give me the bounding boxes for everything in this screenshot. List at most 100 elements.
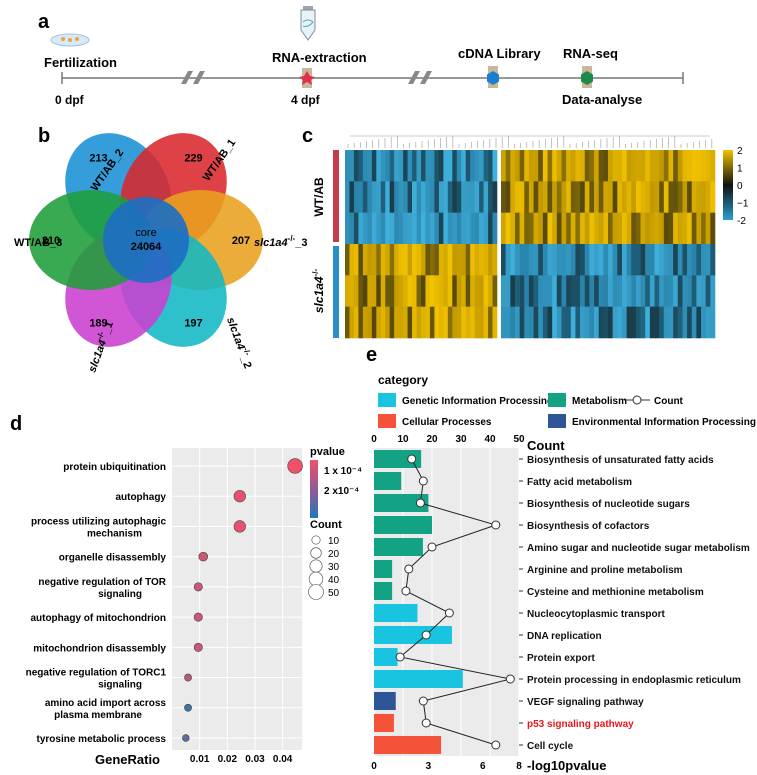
heatmap-cell [398, 244, 404, 276]
heatmap-cell [598, 150, 604, 182]
heatmap-cell [421, 212, 426, 245]
heatmap-cell [376, 150, 382, 182]
heatmap-cell [589, 150, 595, 182]
heatmap-cell [603, 275, 609, 307]
heatmap-cell [677, 212, 683, 245]
heatmap-cell [474, 275, 480, 307]
bar-legend-swatch [548, 393, 566, 407]
heatmap-cell [631, 275, 637, 307]
heatmap-cell [533, 212, 539, 245]
heatmap-cell [584, 212, 590, 245]
heatmap-cell [429, 181, 435, 213]
dotplot-count-legend-circle [309, 559, 323, 573]
label-cdna-library: cDNA Library [458, 46, 541, 61]
heatmap-cell [443, 244, 449, 276]
heatmap-cell [443, 181, 449, 213]
heatmap-cell [538, 275, 544, 307]
heatmap-cell [710, 212, 716, 245]
heatmap-cell [425, 275, 431, 307]
heatmap-cell [603, 181, 609, 213]
heatmap-cell [519, 275, 525, 307]
heatmap-cell [380, 244, 386, 276]
heatmap-cell [552, 244, 558, 276]
heatmap-cell [701, 275, 706, 307]
heatmap-cell [659, 275, 665, 307]
panel-letter-c: c [302, 125, 313, 147]
dotplot-category-label: organelle disassembly [59, 553, 167, 564]
heatmap-cell [412, 275, 417, 307]
heatmap-cell [696, 306, 702, 339]
heatmap-cell [524, 244, 530, 276]
bar-rect [374, 560, 393, 578]
heatmap-cell [443, 150, 449, 182]
heatmap-cell [640, 244, 646, 276]
heatmap-cell [566, 150, 572, 182]
heatmap-cell [645, 212, 651, 245]
heatmap-cell [416, 181, 422, 213]
heatmap-cell [528, 275, 534, 307]
heatmap-cell [649, 244, 655, 276]
heatmap-cell [353, 244, 359, 276]
dotplot-point [233, 490, 246, 503]
heatmap-cell [691, 150, 697, 182]
heatmap-cell [691, 212, 697, 245]
heatmap-cell [505, 275, 511, 307]
heatmap-cell [705, 181, 711, 213]
heatmap-cell [349, 150, 355, 182]
heatmap-cell [488, 306, 493, 339]
heatmap-cell [403, 244, 408, 276]
heatmap-cell [407, 275, 413, 307]
heatmap-cell [434, 244, 440, 276]
dotplot-category-label: mitochondrion disassembly [33, 643, 166, 654]
heatmap-cell [687, 150, 693, 182]
heatmap-cell [371, 244, 377, 276]
label-4dpf: 4 dpf [291, 93, 321, 107]
heatmap-cell [416, 150, 422, 182]
heatmap-cell [566, 275, 572, 307]
bar-category-label: p53 signaling pathway [527, 719, 634, 730]
heatmap-cell [367, 275, 373, 307]
heatmap-cell [353, 306, 359, 339]
heatmap-cell [538, 212, 544, 245]
heatmap-cell [612, 244, 618, 276]
heatmap-cell [492, 275, 498, 307]
bar-legend-label: Cellular Processes [402, 417, 492, 428]
heatmap-cell [533, 150, 539, 182]
heatmap-cell [603, 306, 609, 339]
bar-top-axis-label: Count [527, 438, 565, 453]
heatmap-cell [673, 150, 679, 182]
dotplot-x-tick: 0.01 [190, 754, 210, 765]
heatmap-cell [367, 181, 373, 213]
heatmap-cell [682, 150, 688, 182]
petri-dish-icon [50, 33, 90, 47]
heatmap-cell [626, 181, 632, 213]
heatmap-cell [589, 306, 595, 339]
heatmap-cell [510, 244, 516, 276]
heatmap-cell [673, 181, 679, 213]
heatmap-cell [663, 150, 669, 182]
heatmap-cell [556, 212, 562, 245]
bar-top-tick: 50 [513, 434, 525, 445]
bar-rect [374, 472, 402, 490]
heatmap-cell [358, 244, 364, 276]
heatmap-cell [631, 212, 637, 245]
heatmap-cell [538, 181, 544, 213]
heatmap-cell [345, 306, 350, 339]
count-point [421, 718, 431, 728]
heatmap-cell [654, 150, 660, 182]
marker-cdna-library [487, 66, 499, 88]
tube-icon [300, 6, 316, 41]
bar-rect [374, 692, 396, 710]
heatmap-cell [403, 212, 408, 245]
heatmap-cell [594, 244, 599, 276]
heatmap-cell [421, 275, 426, 307]
heatmap-cell [696, 181, 702, 213]
heatmap-cell [663, 244, 669, 276]
heatmap-cell [389, 150, 395, 182]
heatmap-cell [456, 306, 462, 339]
heatmap-cell [528, 150, 534, 182]
venn-set-label-6: WT/AB_3 [14, 237, 62, 249]
heatmap-cell [691, 306, 697, 339]
heatmap-cell [425, 150, 431, 182]
